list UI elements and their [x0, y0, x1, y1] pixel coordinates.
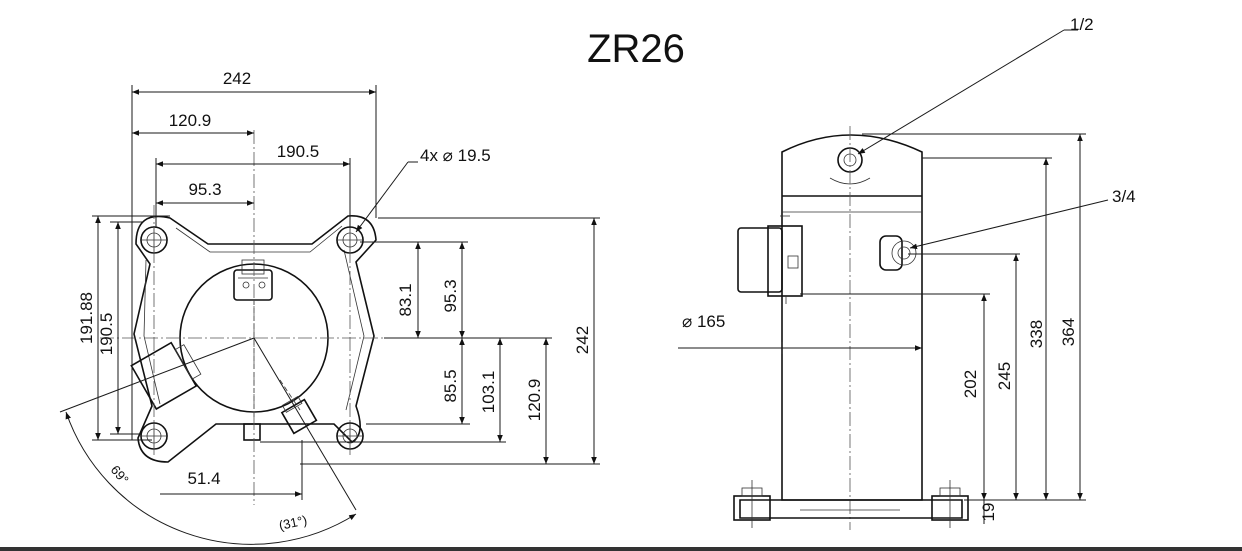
dim-51-4: 51.4	[187, 469, 220, 488]
drawing-title: ZR26	[587, 27, 685, 71]
dim-202: 202	[961, 370, 980, 398]
dim-85-5: 85.5	[441, 369, 460, 402]
fitting-3-4-label: 3/4	[1112, 187, 1136, 206]
dim-95-3-depth: 95.3	[441, 279, 460, 312]
dim-95-3-width: 95.3	[188, 180, 221, 199]
terminal-box	[130, 341, 202, 411]
dim-245: 245	[995, 362, 1014, 390]
dim-364: 364	[1059, 318, 1078, 346]
side-fitting-3-4	[879, 235, 917, 271]
side-view: 1/2 3/4 ⌀ 165 202 245 338 364 19	[678, 15, 1136, 530]
dim-120-9-depth: 120.9	[525, 379, 544, 422]
compressor-dome	[781, 134, 923, 196]
hole-callout: 4x ⌀ 19.5	[420, 146, 491, 165]
dim-120-9-width: 120.9	[169, 111, 212, 130]
dim-242-width: 242	[223, 69, 251, 88]
diameter-165: ⌀ 165	[682, 312, 725, 331]
top-view: 242 120.9 190.5 95.3 4x ⌀ 19.5 191.88 19…	[59, 69, 600, 545]
terminal-box-side	[737, 215, 803, 304]
angle-69: 69°	[108, 462, 132, 487]
dim-242-depth: 242	[573, 326, 592, 354]
dim-190-5-width: 190.5	[277, 142, 320, 161]
dim-103-1: 103.1	[479, 371, 498, 414]
bottom-border	[0, 547, 1242, 551]
fitting-1-2-label: 1/2	[1070, 15, 1094, 34]
foot-left	[733, 480, 771, 528]
dim-19: 19	[979, 503, 998, 522]
compressor-base	[739, 499, 963, 519]
dim-190-5-depth: 190.5	[97, 313, 116, 356]
dim-338: 338	[1027, 320, 1046, 348]
foot-right	[931, 480, 969, 528]
dim-83-1: 83.1	[396, 283, 415, 316]
angle-31: (31°)	[278, 512, 309, 533]
angle-arc	[65, 411, 357, 545]
dim-191-88: 191.88	[77, 292, 96, 344]
discharge-fitting	[280, 395, 318, 435]
top-fitting	[233, 259, 273, 301]
